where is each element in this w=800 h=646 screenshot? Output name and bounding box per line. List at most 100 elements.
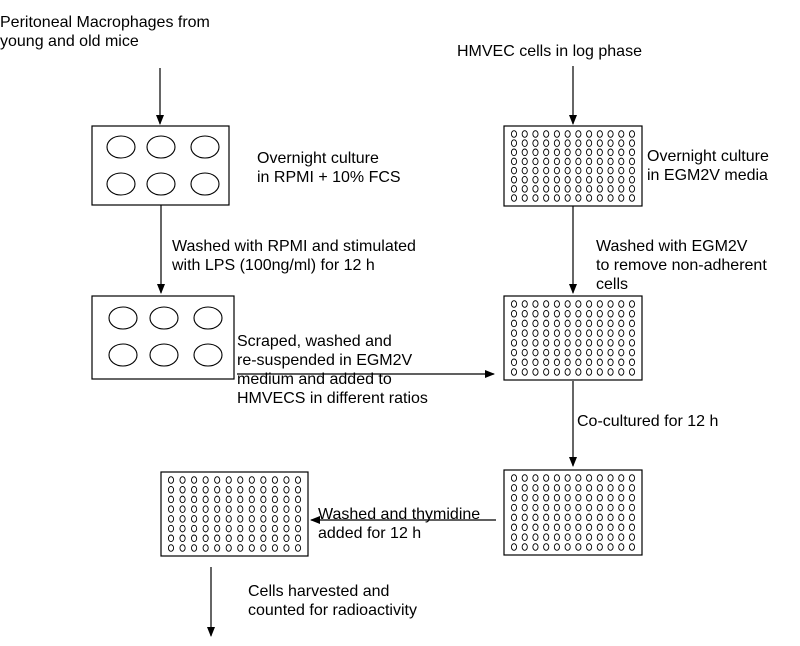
well — [564, 523, 571, 532]
well — [248, 515, 255, 523]
well — [553, 533, 560, 541]
well — [618, 493, 625, 502]
well — [294, 515, 302, 523]
well — [586, 319, 593, 328]
well — [586, 130, 593, 138]
thymidine-label: Washed and thymidine added for 12 h — [318, 505, 480, 543]
well — [225, 505, 232, 513]
well — [596, 523, 603, 532]
well — [553, 319, 560, 328]
well — [607, 300, 614, 308]
well — [543, 185, 550, 193]
well — [596, 175, 603, 184]
well — [214, 544, 221, 552]
well — [510, 185, 518, 193]
well — [607, 329, 614, 337]
well — [532, 348, 539, 357]
well — [628, 329, 636, 337]
well — [179, 485, 186, 494]
well — [564, 484, 571, 492]
well — [575, 130, 582, 138]
well — [628, 175, 636, 184]
well — [628, 493, 636, 502]
well — [618, 523, 625, 532]
well — [532, 368, 539, 376]
well — [225, 544, 232, 552]
well — [564, 493, 571, 502]
well — [607, 523, 614, 532]
well — [586, 503, 593, 512]
well — [532, 148, 539, 157]
well — [586, 166, 593, 175]
well — [214, 534, 221, 543]
well — [225, 515, 232, 523]
well — [596, 309, 603, 318]
well — [553, 523, 560, 532]
well — [618, 139, 625, 147]
well — [553, 339, 560, 347]
hmvec-culture-label: Overnight culture in EGM2V media — [647, 147, 769, 185]
well — [586, 194, 593, 202]
well — [586, 523, 593, 532]
well — [543, 493, 550, 502]
well — [553, 503, 560, 512]
well — [607, 185, 614, 193]
well — [214, 505, 221, 513]
well — [202, 544, 209, 552]
well — [167, 485, 175, 494]
well — [283, 505, 290, 513]
well — [521, 175, 528, 184]
well — [283, 485, 290, 494]
well — [543, 130, 550, 138]
well — [618, 339, 625, 347]
well — [543, 300, 550, 308]
well — [628, 503, 636, 512]
well — [607, 339, 614, 347]
well — [248, 524, 255, 533]
well — [521, 503, 528, 512]
thymidine-line-1: Washed and thymidine — [318, 506, 481, 523]
well — [564, 175, 571, 184]
well — [521, 319, 528, 328]
well — [543, 319, 550, 328]
well — [225, 485, 232, 494]
well — [628, 300, 636, 308]
well — [510, 513, 518, 522]
well — [628, 319, 636, 328]
well — [294, 544, 302, 552]
well — [596, 368, 603, 376]
well — [260, 534, 267, 543]
hmvec-wash-label: Washed with EGM2V to remove non-adherent… — [596, 237, 767, 294]
well — [179, 524, 186, 533]
well — [510, 533, 518, 541]
hmvec-source-label: HMVEC cells in log phase — [457, 43, 642, 60]
well — [532, 503, 539, 512]
well — [553, 543, 560, 551]
well — [532, 130, 539, 138]
well — [575, 493, 582, 502]
well — [225, 524, 232, 533]
well — [628, 368, 636, 376]
well — [607, 513, 614, 522]
well — [510, 493, 518, 502]
well — [510, 300, 518, 308]
well — [553, 175, 560, 184]
well — [596, 339, 603, 347]
well — [237, 495, 244, 504]
well — [586, 484, 593, 492]
well — [586, 329, 593, 337]
well — [607, 194, 614, 202]
well — [191, 505, 198, 513]
well — [260, 524, 267, 533]
well — [167, 495, 175, 504]
transfer-line-1: Scraped, washed and — [237, 333, 392, 350]
well — [521, 358, 528, 367]
well — [225, 495, 232, 504]
well — [283, 476, 290, 484]
well — [575, 309, 582, 318]
well — [575, 157, 582, 166]
well — [596, 493, 603, 502]
well — [564, 533, 571, 541]
well — [271, 515, 278, 523]
